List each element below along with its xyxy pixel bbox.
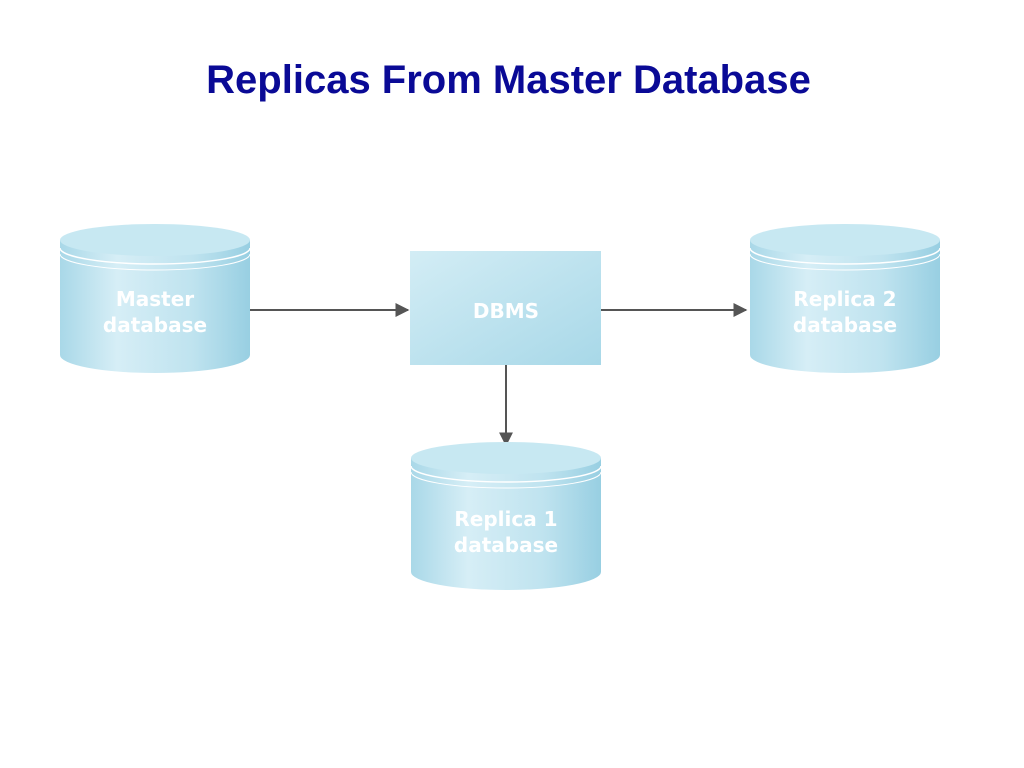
replica2-cylinder-rim-2 bbox=[749, 253, 941, 271]
replica2-database-node: Replica 2 database bbox=[749, 224, 941, 373]
master-cylinder-rim bbox=[59, 247, 251, 265]
replica1-label-line2: database bbox=[454, 533, 558, 557]
master-label-line1: Master bbox=[116, 287, 194, 311]
dbms-box bbox=[410, 251, 601, 365]
master-cylinder-rim-2 bbox=[59, 253, 251, 271]
master-cylinder-top bbox=[60, 224, 250, 256]
master-cylinder-body bbox=[60, 240, 250, 373]
master-database-node: Master database bbox=[59, 224, 251, 373]
replica1-cylinder-top bbox=[411, 442, 601, 474]
replica1-cylinder-rim-2 bbox=[410, 471, 602, 489]
replica1-cylinder-rim bbox=[410, 465, 602, 483]
dbms-label: DBMS bbox=[473, 299, 539, 323]
master-label-line2: database bbox=[103, 313, 207, 337]
replica2-cylinder-rim bbox=[749, 247, 941, 265]
replica1-label-line1: Replica 1 bbox=[454, 507, 557, 531]
replica1-cylinder-body bbox=[411, 458, 601, 590]
replica2-cylinder-top bbox=[750, 224, 940, 256]
replica2-cylinder-body bbox=[750, 240, 940, 373]
slide-title: Replicas From Master Database bbox=[206, 58, 811, 102]
dbms-node: DBMS bbox=[410, 251, 601, 365]
replica2-label-line2: database bbox=[793, 313, 897, 337]
replica2-label-line1: Replica 2 bbox=[793, 287, 896, 311]
replica1-database-node: Replica 1 database bbox=[410, 442, 602, 590]
